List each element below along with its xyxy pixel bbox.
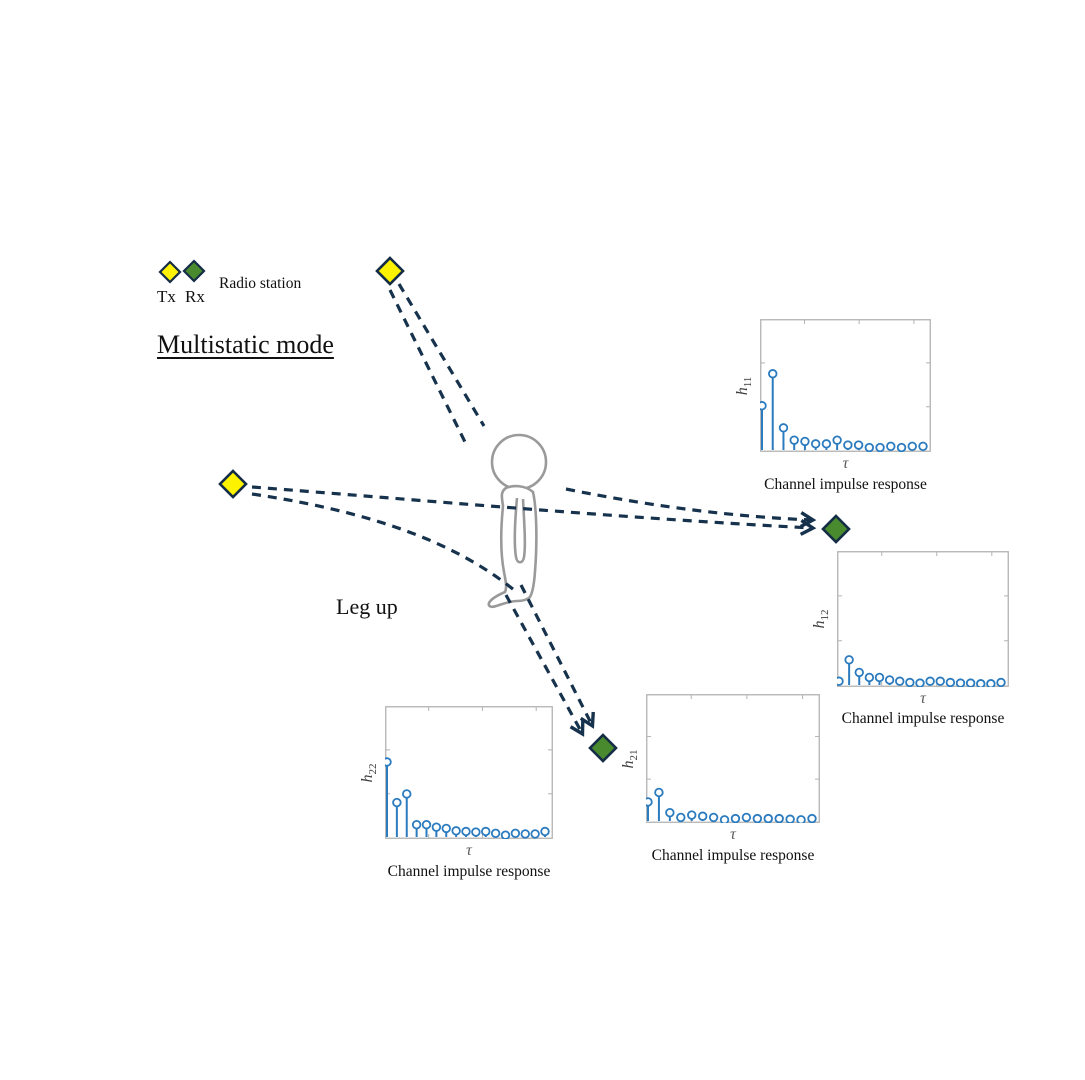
path-person-to-rxbottom-2: [504, 594, 585, 737]
chart-h11-caption: Channel impulse response: [764, 476, 927, 493]
chart-h21: h21 τ Channel impulse response: [620, 694, 820, 863]
legend-station-label: Radio station: [219, 275, 302, 292]
figure-title: Multistatic mode: [157, 330, 334, 359]
chart-h11: h11 τ Channel impulse response: [734, 319, 931, 492]
path-person-to-rxright: [565, 487, 817, 529]
chart-h22-caption: Channel impulse response: [387, 863, 551, 880]
legend-tx-label: Tx: [157, 287, 176, 306]
legend-rx-label: Rx: [185, 287, 205, 306]
chart-h11-plot: [760, 319, 931, 452]
path-txleft-to-rxright: [251, 485, 817, 536]
chart-h11-ylabel: h11: [733, 376, 755, 395]
person-arm: [513, 497, 527, 564]
chart-h21-ylabel: h21: [619, 749, 641, 768]
tx-station-left: [218, 469, 248, 499]
path-txtop-to-person-1: [397, 283, 486, 427]
leg-up-annotation: Leg up: [336, 594, 398, 619]
chart-h12-xlabel: τ: [920, 690, 926, 707]
chart-h22-xlabel: τ: [466, 842, 472, 859]
chart-h22: h22 τ Channel impulse response: [359, 706, 553, 879]
path-person-to-rxbottom-1: [519, 584, 595, 729]
chart-h12-ylabel: h12: [810, 609, 832, 629]
signal-paths: [251, 283, 817, 737]
chart-h21-plot: [646, 694, 820, 823]
chart-h21-xlabel: τ: [730, 826, 736, 843]
path-txtop-to-person-2: [388, 289, 468, 445]
chart-h12: h12 τ Channel impulse response: [811, 551, 1009, 726]
person-figure: [487, 433, 548, 609]
rx-station-bottom: [588, 733, 618, 763]
legend-tx-diamond: [158, 260, 182, 284]
chart-h12-plot: [837, 551, 1009, 687]
path-txleft-to-person: [251, 492, 516, 592]
chart-h21-caption: Channel impulse response: [651, 847, 815, 864]
chart-h11-xlabel: τ: [842, 455, 849, 472]
tx-station-top: [375, 256, 405, 286]
person-head: [490, 433, 548, 491]
legend-rx-diamond: [182, 259, 206, 283]
rx-station-right: [821, 514, 851, 544]
chart-h12-caption: Channel impulse response: [841, 710, 1005, 727]
chart-h22-plot: [385, 706, 553, 839]
chart-h22-ylabel: h22: [358, 763, 380, 782]
